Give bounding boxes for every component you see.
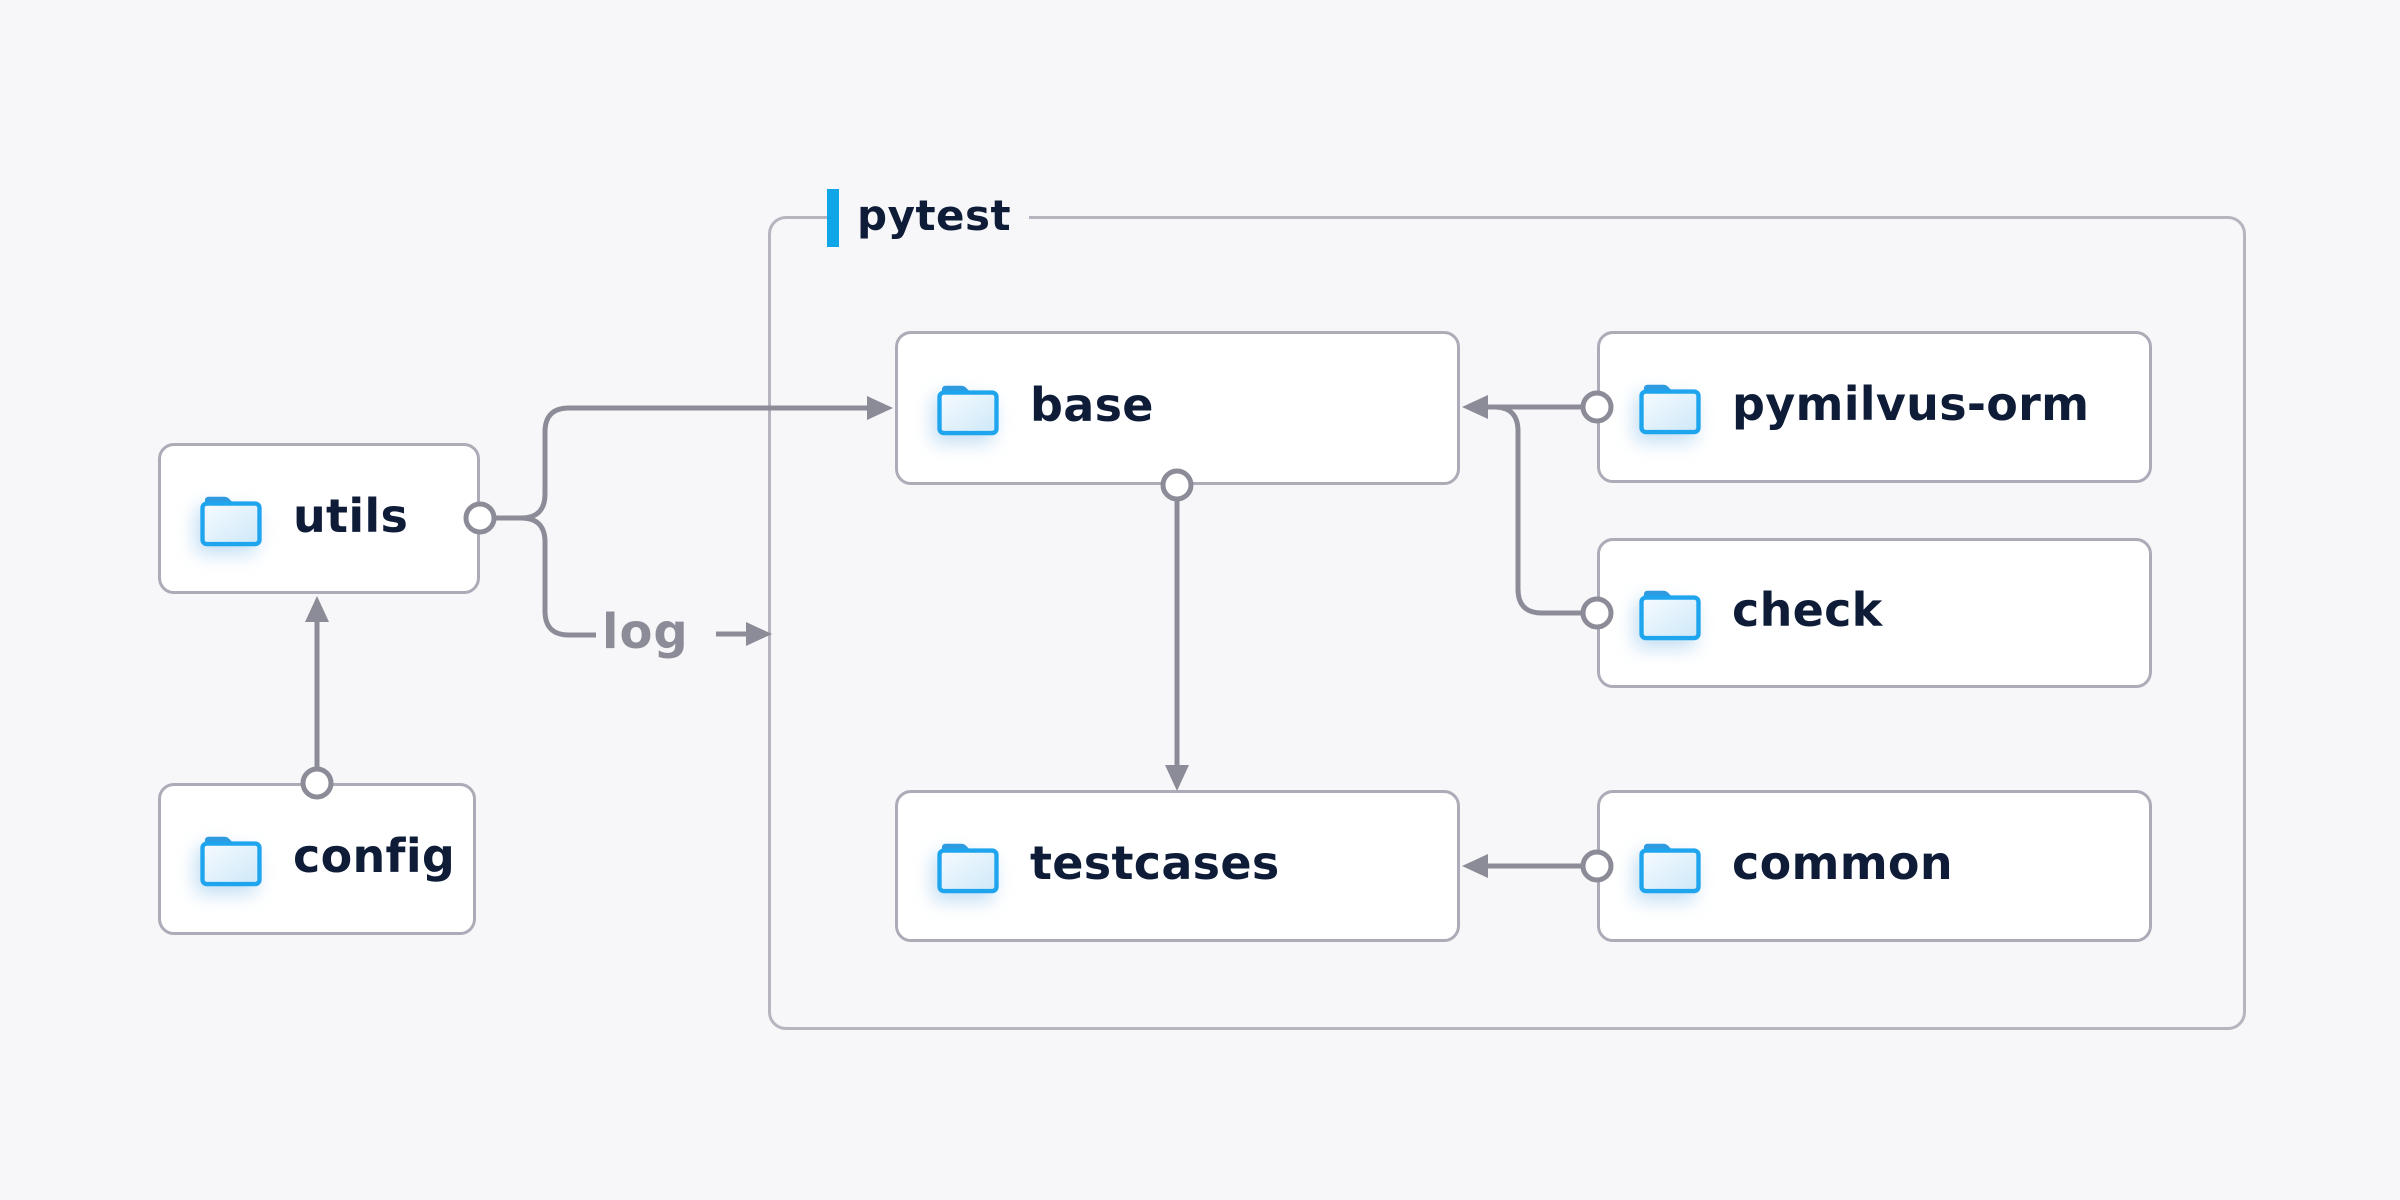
folder-icon	[937, 843, 999, 894]
node-label: common	[1732, 836, 1953, 890]
pytest-group-title: pytest	[857, 191, 1012, 240]
arrowhead-up-into-utils	[305, 596, 329, 622]
node-config: config	[158, 783, 476, 935]
node-label: check	[1732, 583, 1883, 637]
node-pymilvus-orm: pymilvus-orm	[1597, 331, 2152, 483]
node-label: base	[1030, 378, 1154, 432]
node-label: utils	[293, 488, 409, 543]
node-check: check	[1597, 538, 2152, 688]
node-common: common	[1597, 790, 2152, 942]
node-label: config	[293, 829, 456, 883]
node-label: testcases	[1030, 836, 1280, 890]
node-testcases: testcases	[895, 790, 1460, 942]
edge-label-log: log	[602, 604, 689, 660]
folder-icon	[1639, 384, 1701, 435]
node-label: pymilvus-orm	[1732, 377, 2090, 431]
folder-icon	[937, 385, 999, 436]
node-base: base	[895, 331, 1460, 485]
folder-icon	[200, 496, 262, 546]
node-utils: utils	[158, 443, 480, 594]
accent-bar	[827, 189, 839, 247]
pytest-group-label: pytest	[827, 186, 1030, 250]
edge-utils-log	[494, 515, 596, 638]
folder-icon	[1639, 843, 1701, 894]
folder-icon	[200, 836, 262, 887]
folder-icon	[1639, 590, 1701, 641]
